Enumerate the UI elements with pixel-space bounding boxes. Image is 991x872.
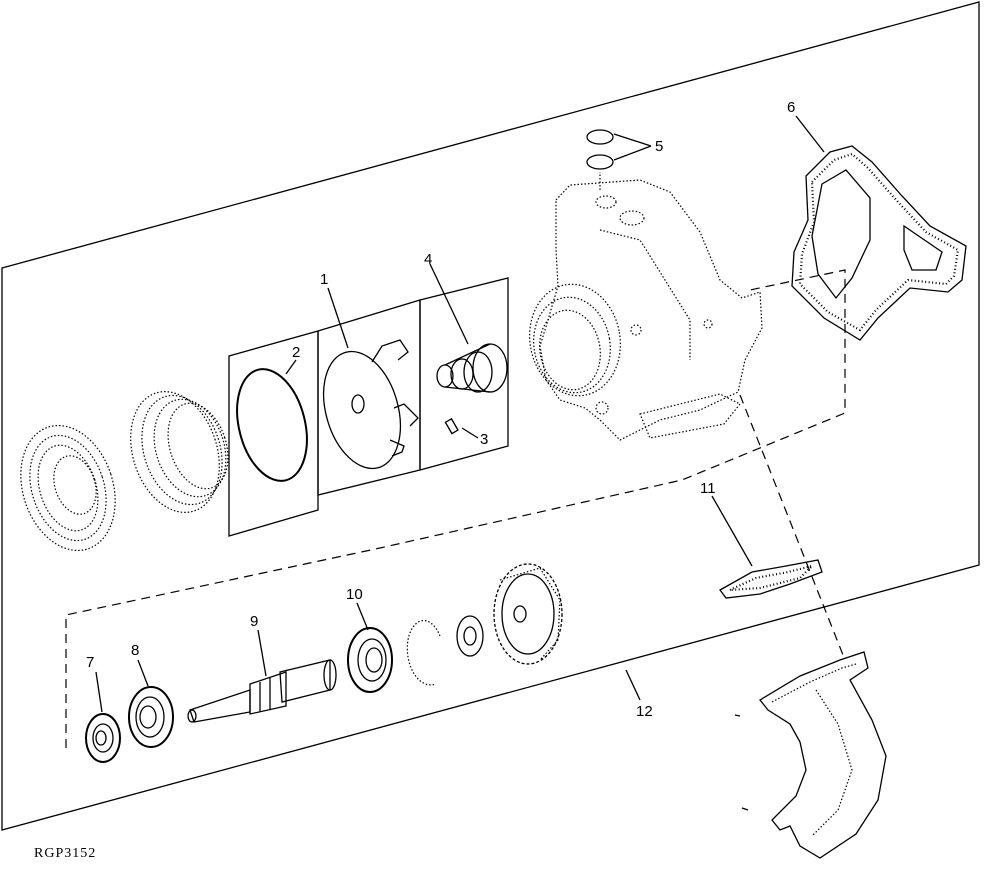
callout-3: 3 bbox=[480, 431, 488, 448]
water-pump-seal-part bbox=[436, 343, 508, 393]
callout-6: 6 bbox=[787, 99, 795, 116]
elbow-alignment-line bbox=[739, 394, 846, 661]
water-outlet-elbow-part bbox=[734, 651, 887, 859]
elbow-gasket-part bbox=[719, 559, 823, 599]
impeller-part bbox=[322, 339, 419, 470]
pump-shaft-part bbox=[187, 659, 337, 723]
o-ring-upper-part bbox=[586, 129, 614, 145]
callout-11: 11 bbox=[700, 480, 716, 497]
water-pump-housing-part bbox=[529, 172, 763, 441]
o-ring-lower-part bbox=[586, 154, 614, 170]
seal-box bbox=[419, 277, 509, 471]
callout-4: 4 bbox=[424, 251, 432, 268]
washer-part bbox=[456, 615, 484, 657]
lower-kit-boundary bbox=[65, 269, 846, 748]
seal-ring-part bbox=[236, 368, 308, 482]
background-panel bbox=[1, 1, 980, 831]
impeller-box bbox=[317, 299, 421, 496]
bearing-large-part bbox=[128, 686, 174, 748]
bearing-outer-part bbox=[347, 627, 393, 693]
callout-5: 5 bbox=[655, 138, 663, 155]
leader-lines bbox=[95, 115, 825, 713]
callout-1: 1 bbox=[320, 271, 328, 288]
figure-id-caption: RGP3152 bbox=[34, 846, 97, 861]
callout-8: 8 bbox=[131, 642, 139, 659]
pin-part bbox=[444, 417, 459, 435]
pulley-part bbox=[20, 424, 116, 552]
drive-gear-part bbox=[493, 563, 563, 665]
snap-ring-part bbox=[406, 619, 441, 686]
callout-10: 10 bbox=[346, 586, 363, 603]
callout-9: 9 bbox=[250, 613, 258, 630]
callout-7: 7 bbox=[86, 654, 94, 671]
housing-gasket-part bbox=[791, 145, 967, 341]
callout-12: 12 bbox=[636, 703, 653, 720]
seal-ring-box bbox=[228, 330, 319, 537]
bearing-small-part bbox=[85, 713, 121, 763]
callout-2: 2 bbox=[292, 344, 300, 361]
seal-housing-part bbox=[130, 391, 229, 513]
